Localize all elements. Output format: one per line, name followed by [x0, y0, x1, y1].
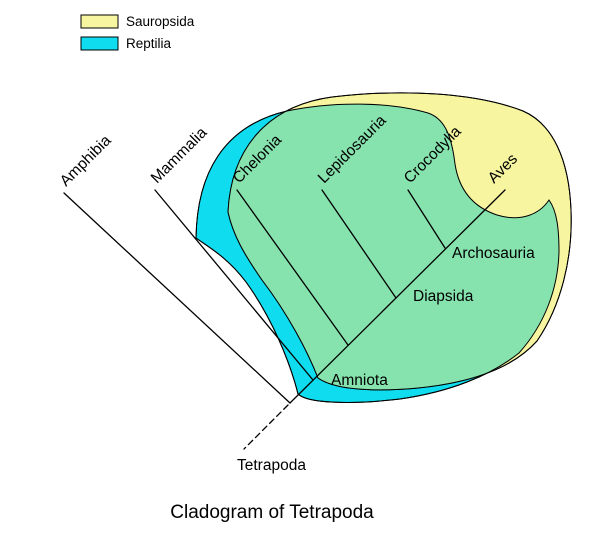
tip-label-mammalia: Mammalia: [148, 124, 211, 187]
reptilia-outline: [195, 103, 560, 403]
tree-branches: [63, 189, 506, 450]
legend-swatch-reptilia: [80, 36, 119, 51]
sauropsida-outline: [227, 92, 572, 391]
branch-spine: [289, 189, 506, 404]
tip-label-amphibia: Amphibia: [57, 132, 115, 190]
branch-crocodylia: [407, 189, 446, 249]
legend-label-sauropsida: Sauropsida: [126, 14, 195, 29]
node-label-amniota: Amniota: [331, 372, 388, 389]
branch-chelonia: [236, 189, 349, 346]
branch-root-dashed: [243, 404, 289, 450]
branch-lepidosauria: [321, 189, 397, 299]
legend-label-reptilia: Reptilia: [126, 36, 172, 51]
node-label-tetrapoda: Tetrapoda: [237, 457, 306, 474]
figure-title: Cladogram of Tetrapoda: [170, 502, 374, 523]
legend: Sauropsida Reptilia: [80, 14, 195, 51]
node-label-diapsida: Diapsida: [413, 288, 474, 305]
branch-amphibia: [63, 192, 291, 404]
node-label-archosauria: Archosauria: [452, 245, 535, 262]
legend-swatch-sauropsida: [80, 14, 119, 29]
branch-mammalia: [154, 189, 314, 381]
